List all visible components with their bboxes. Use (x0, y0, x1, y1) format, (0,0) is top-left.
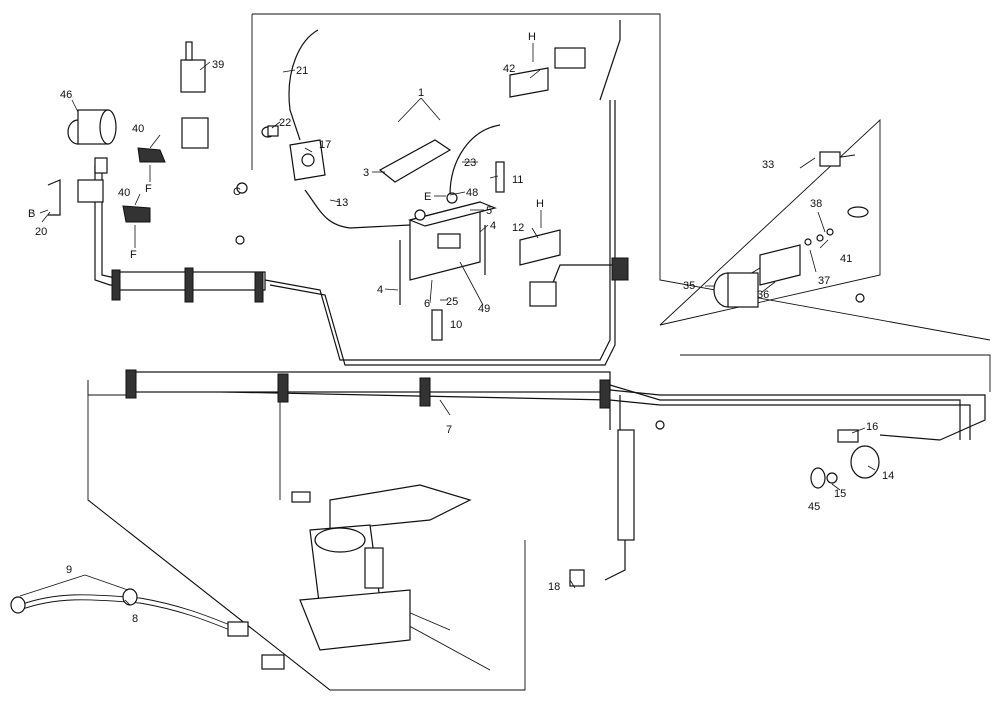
harness-wires (19, 20, 986, 671)
part-11-fuse (495, 161, 505, 193)
label-45: 45 (808, 501, 820, 513)
label-16: 16 (866, 421, 878, 433)
part-40-clip-upper (137, 147, 166, 163)
label-17: 17 (319, 139, 331, 151)
ground-screws (235, 235, 865, 430)
part-9-bulb-right (122, 588, 138, 606)
part-9-bulb-left (10, 596, 26, 614)
label-10: 10 (450, 319, 462, 331)
label-3: 3 (363, 167, 369, 179)
relay-box (77, 157, 108, 203)
callout-e: E (424, 191, 431, 203)
components (10, 41, 880, 670)
label-35: 35 (683, 280, 695, 292)
label-41: 41 (840, 253, 852, 265)
engine-plug (291, 491, 311, 503)
label-15: 15 (834, 488, 846, 500)
label-38: 38 (810, 198, 822, 210)
label-36: 36 (757, 289, 769, 301)
part-labels: 1 3 4 4 5 6 7 8 9 10 11 12 13 14 15 16 1… (35, 59, 894, 625)
part-10-tube (431, 309, 443, 341)
label-33: 33 (762, 159, 774, 171)
part-33-connector (819, 151, 841, 167)
label-4a: 4 (377, 284, 383, 296)
label-48: 48 (466, 187, 478, 199)
label-23: 23 (464, 157, 476, 169)
callout-f-lower: F (130, 249, 137, 261)
part-40-clip-lower (122, 205, 151, 223)
label-22: 22 (279, 117, 291, 129)
harness-plugs-lower (227, 621, 285, 670)
label-13: 13 (336, 197, 348, 209)
part-39-connector (180, 41, 209, 149)
callout-c: C (233, 186, 241, 198)
callout-h-lower: H (536, 198, 544, 210)
label-7: 7 (446, 424, 452, 436)
callout-f-upper: F (145, 183, 152, 195)
part-12-relay (519, 229, 561, 307)
part-3-clamp (378, 139, 452, 183)
callout-b: B (28, 208, 35, 220)
label-12: 12 (512, 222, 524, 234)
part-49-battery (408, 192, 497, 281)
part-4-bolts (399, 225, 486, 305)
label-18: 18 (548, 581, 560, 593)
letter-callouts: B C E F F H H (28, 31, 544, 261)
label-5: 5 (486, 205, 492, 217)
part-45-bulb (810, 467, 826, 489)
part-46-coil (67, 109, 117, 145)
part-17-switch (289, 139, 326, 181)
label-6: 6 (424, 298, 430, 310)
label-39: 39 (212, 59, 224, 71)
label-9: 9 (66, 564, 72, 576)
part-35-gauge (713, 272, 759, 308)
label-4b: 4 (490, 220, 496, 232)
label-8: 8 (132, 613, 138, 625)
label-21: 21 (296, 65, 308, 77)
part-36-bracket (759, 244, 801, 286)
callout-h-upper: H (528, 31, 536, 43)
frame-lines (87, 13, 991, 691)
part-37-38-41-hardware (804, 206, 869, 246)
part-20-bracket (47, 179, 61, 216)
engine (299, 484, 472, 651)
label-42: 42 (503, 63, 515, 75)
part-18-clip (569, 569, 585, 587)
harness-sleeves (111, 257, 635, 541)
label-37: 37 (818, 275, 830, 287)
label-40a: 40 (132, 123, 144, 135)
label-11: 11 (512, 174, 523, 186)
label-1: 1 (418, 87, 424, 99)
label-25: 25 (446, 296, 458, 308)
label-14: 14 (882, 470, 894, 482)
part-22-plug (261, 125, 279, 138)
label-46: 46 (60, 89, 72, 101)
label-49: 49 (478, 303, 490, 315)
part-15-nut (826, 472, 838, 484)
leader-lines (19, 61, 876, 606)
label-20: 20 (35, 226, 47, 238)
label-40b: 40 (118, 187, 130, 199)
ground-c (236, 182, 248, 194)
part-14-gauge (850, 445, 880, 479)
part-42-relay (509, 47, 586, 98)
